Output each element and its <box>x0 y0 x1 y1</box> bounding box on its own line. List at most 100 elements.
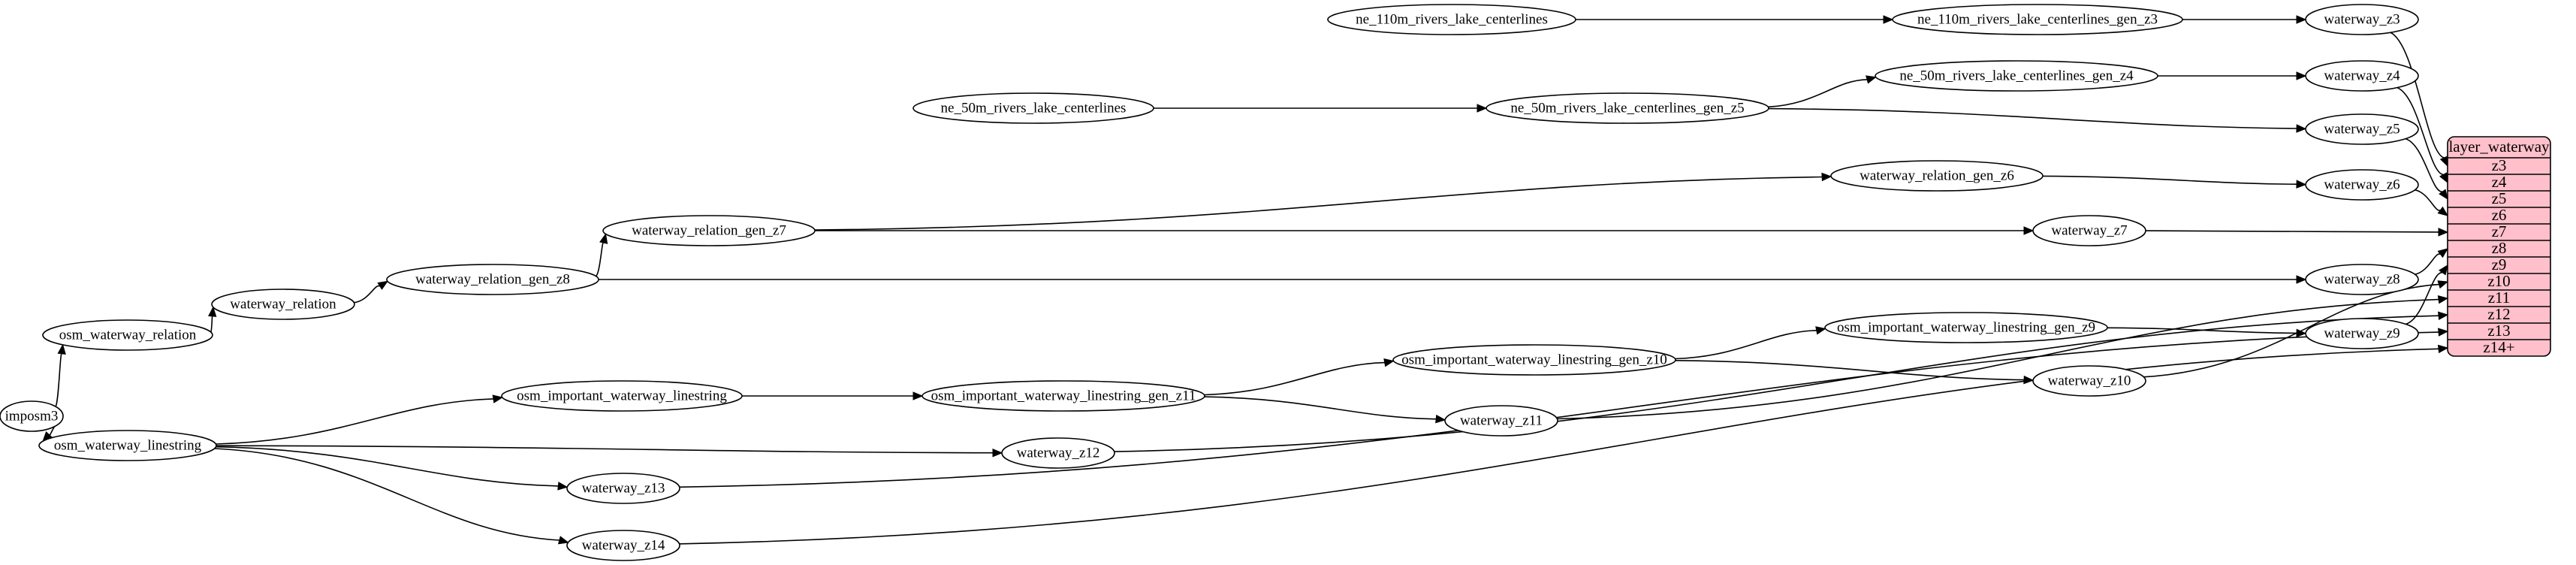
node-waterway_relation_gen_z7[interactable]: waterway_relation_gen_z7 <box>602 215 816 246</box>
edge-osm_waterway_relation-to-waterway_relation <box>208 306 217 333</box>
edge-osm_waterway_linestring-to-waterway_z12 <box>216 445 1003 458</box>
record-row-z8[interactable]: z8 <box>2492 239 2507 257</box>
node-label: ne_110m_rivers_lake_centerlines_gen_z3 <box>1917 11 2158 27</box>
edge-osm_important_waterway_linestring_gen_z11-to-osm_important_waterway_linestring_gen_z10 <box>1204 358 1395 396</box>
node-ne_50m_rivers_lake_centerlines_gen_z4[interactable]: ne_50m_rivers_lake_centerlines_gen_z4 <box>1875 60 2158 92</box>
node-label: waterway_z3 <box>2324 11 2400 27</box>
record-row-z12[interactable]: z12 <box>2487 305 2510 323</box>
edge-waterway_relation_gen_z6-to-waterway_z6 <box>2042 175 2307 189</box>
edge-ne_50m_rivers_lake_centerlines_gen_z4-to-waterway_z4 <box>2158 71 2307 80</box>
edge-osm_waterway_linestring-to-waterway_z14 <box>214 448 569 545</box>
node-imposm3[interactable]: imposm3 <box>0 400 64 432</box>
record-row-z4[interactable]: z4 <box>2492 173 2507 191</box>
node-label: waterway_z6 <box>2324 177 2400 192</box>
node-ne_50m_rivers_lake_centerlines[interactable]: ne_50m_rivers_lake_centerlines <box>912 92 1154 124</box>
edge-waterway_z6-to-layer_waterway-z6 <box>2414 189 2449 216</box>
edge-waterway_z8-to-layer_waterway-z8 <box>2414 248 2449 276</box>
nodes-layer: imposm3 osm_waterway_relation osm_waterway… <box>0 4 2419 561</box>
node-label: ne_50m_rivers_lake_centerlines <box>941 100 1127 116</box>
edge-osm_important_waterway_linestring_gen_z11-to-waterway_z11 <box>1204 396 1446 424</box>
node-label: waterway_relation_gen_z7 <box>632 222 786 238</box>
node-waterway_z13[interactable]: waterway_z13 <box>566 473 680 504</box>
node-label: waterway_relation_gen_z6 <box>1860 168 2014 183</box>
edge-ne_50m_rivers_lake_centerlines_gen_z5-to-ne_50m_rivers_lake_centerlines_gen_z4 <box>1768 75 1877 108</box>
node-ne_110m_rivers_lake_centerlines_gen_z3[interactable]: ne_110m_rivers_lake_centerlines_gen_z3 <box>1892 4 2183 35</box>
edge-waterway_z14-to-layer_waterway-z14+ <box>678 344 2449 545</box>
edge-ne_110m_rivers_lake_centerlines_gen_z3-to-waterway_z3 <box>2182 15 2307 24</box>
node-label: imposm3 <box>5 408 59 424</box>
edge-osm_important_waterway_linestring_gen_z10-to-waterway_z10 <box>1675 360 2035 385</box>
edges-layer <box>42 15 2449 545</box>
record-row-z14+[interactable]: z14+ <box>2483 338 2514 356</box>
node-ne_110m_rivers_lake_centerlines[interactable]: ne_110m_rivers_lake_centerlines <box>1327 4 1576 35</box>
node-osm_important_waterway_linestring[interactable]: osm_important_waterway_linestring <box>501 380 743 412</box>
node-label: waterway_z13 <box>582 480 665 496</box>
edge-waterway_relation_gen_z8-to-waterway_z8 <box>599 275 2307 284</box>
node-waterway_z9[interactable]: waterway_z9 <box>2305 318 2419 349</box>
record-row-z9[interactable]: z9 <box>2492 255 2507 273</box>
node-label: waterway_relation_gen_z8 <box>415 271 570 287</box>
node-waterway_z10[interactable]: waterway_z10 <box>2032 365 2146 397</box>
record-row-z5[interactable]: z5 <box>2492 189 2507 207</box>
node-waterway_z14[interactable]: waterway_z14 <box>566 530 680 561</box>
node-label: osm_important_waterway_linestring <box>517 388 727 403</box>
node-waterway_z4[interactable]: waterway_z4 <box>2305 60 2419 92</box>
node-label: waterway_z7 <box>2051 222 2127 238</box>
node-label: waterway_z11 <box>1460 412 1543 428</box>
node-waterway_relation_gen_z6[interactable]: waterway_relation_gen_z6 <box>1830 160 2044 192</box>
node-osm_important_waterway_linestring_gen_z11[interactable]: osm_important_waterway_linestring_gen_z1… <box>922 380 1205 412</box>
node-label: waterway_relation <box>230 296 336 312</box>
record-row-z13[interactable]: z13 <box>2487 322 2510 340</box>
record-row-z10[interactable]: z10 <box>2487 272 2510 290</box>
node-label: ne_110m_rivers_lake_centerlines <box>1356 11 1548 27</box>
record-node-layer: layer_waterwayz3z4z5z6z7z8z9z10z11z12z13… <box>2447 136 2551 357</box>
edge-waterway_relation_gen_z8-to-waterway_relation_gen_z7 <box>595 233 608 277</box>
node-osm_important_waterway_linestring_gen_z10[interactable]: osm_important_waterway_linestring_gen_z1… <box>1392 344 1676 376</box>
edge-ne_50m_rivers_lake_centerlines_gen_z5-to-waterway_z5 <box>1768 107 2307 133</box>
node-waterway_relation_gen_z8[interactable]: waterway_relation_gen_z8 <box>386 264 599 295</box>
node-label: waterway_z4 <box>2324 68 2400 83</box>
node-label: waterway_z9 <box>2324 325 2400 341</box>
node-label: osm_waterway_linestring <box>54 437 202 453</box>
node-waterway_z7[interactable]: waterway_z7 <box>2032 215 2146 246</box>
node-waterway_z11[interactable]: waterway_z11 <box>1444 405 1558 437</box>
node-osm_waterway_relation[interactable]: osm_waterway_relation <box>42 319 213 351</box>
edge-waterway_z9-to-layer_waterway-z9 <box>2405 264 2448 325</box>
node-label: waterway_z8 <box>2324 271 2400 287</box>
node-waterway_relation[interactable]: waterway_relation <box>211 289 355 320</box>
edge-osm_important_waterway_linestring_gen_z10-to-osm_important_waterway_linestring_gen_z9 <box>1675 326 1826 360</box>
node-waterway_z12[interactable]: waterway_z12 <box>1001 437 1115 469</box>
edge-waterway_z13-to-layer_waterway-z13 <box>678 328 2449 488</box>
node-waterway_z3[interactable]: waterway_z3 <box>2305 4 2419 35</box>
node-label: waterway_z5 <box>2324 121 2400 137</box>
node-label: osm_important_waterway_linestring_gen_z9 <box>1837 319 2095 335</box>
edge-waterway_relation_gen_z7-to-waterway_z7 <box>815 226 2035 235</box>
node-label: waterway_z14 <box>582 537 665 553</box>
edge-ne_50m_rivers_lake_centerlines-to-ne_50m_rivers_lake_centerlines_gen_z5 <box>1154 104 1488 113</box>
node-waterway_z5[interactable]: waterway_z5 <box>2305 113 2419 145</box>
edge-ne_110m_rivers_lake_centerlines-to-ne_110m_rivers_lake_centerlines_gen_z3 <box>1576 15 1894 24</box>
edge-waterway_z12-to-layer_waterway-z12 <box>1113 311 2449 452</box>
node-label: ne_50m_rivers_lake_centerlines_gen_z5 <box>1510 100 1744 116</box>
edge-waterway_z3-to-layer_waterway-z3 <box>2389 32 2448 168</box>
record-row-z7[interactable]: z7 <box>2492 222 2507 240</box>
edge-waterway_z11-to-layer_waterway-z11 <box>1555 295 2449 420</box>
node-label: osm_important_waterway_linestring_gen_z1… <box>1401 352 1667 367</box>
record-row-z3[interactable]: z3 <box>2492 156 2507 174</box>
node-waterway_z8[interactable]: waterway_z8 <box>2305 264 2419 295</box>
record-node-layer-waterway[interactable]: layer_waterwayz3z4z5z6z7z8z9z10z11z12z13… <box>2447 136 2551 357</box>
node-waterway_z6[interactable]: waterway_z6 <box>2305 169 2419 201</box>
record-row-z6[interactable]: z6 <box>2492 206 2507 224</box>
node-label: waterway_z10 <box>2048 373 2131 388</box>
node-osm_important_waterway_linestring_gen_z9[interactable]: osm_important_waterway_linestring_gen_z9 <box>1824 312 2108 343</box>
node-label: ne_50m_rivers_lake_centerlines_gen_z4 <box>1899 68 2134 83</box>
edge-osm_important_waterway_linestring-to-osm_important_waterway_linestring_gen_z11 <box>742 391 924 400</box>
record-row-z11[interactable]: z11 <box>2488 289 2511 307</box>
node-label: waterway_z12 <box>1017 445 1100 461</box>
node-osm_waterway_linestring[interactable]: osm_waterway_linestring <box>38 430 217 461</box>
edge-waterway_z5-to-layer_waterway-z5 <box>2404 137 2448 201</box>
node-ne_50m_rivers_lake_centerlines_gen_z5[interactable]: ne_50m_rivers_lake_centerlines_gen_z5 <box>1486 92 1769 124</box>
edge-waterway_z7-to-layer_waterway-z7 <box>2144 228 2449 237</box>
edge-osm_waterway_linestring-to-osm_important_waterway_linestring <box>216 394 504 445</box>
